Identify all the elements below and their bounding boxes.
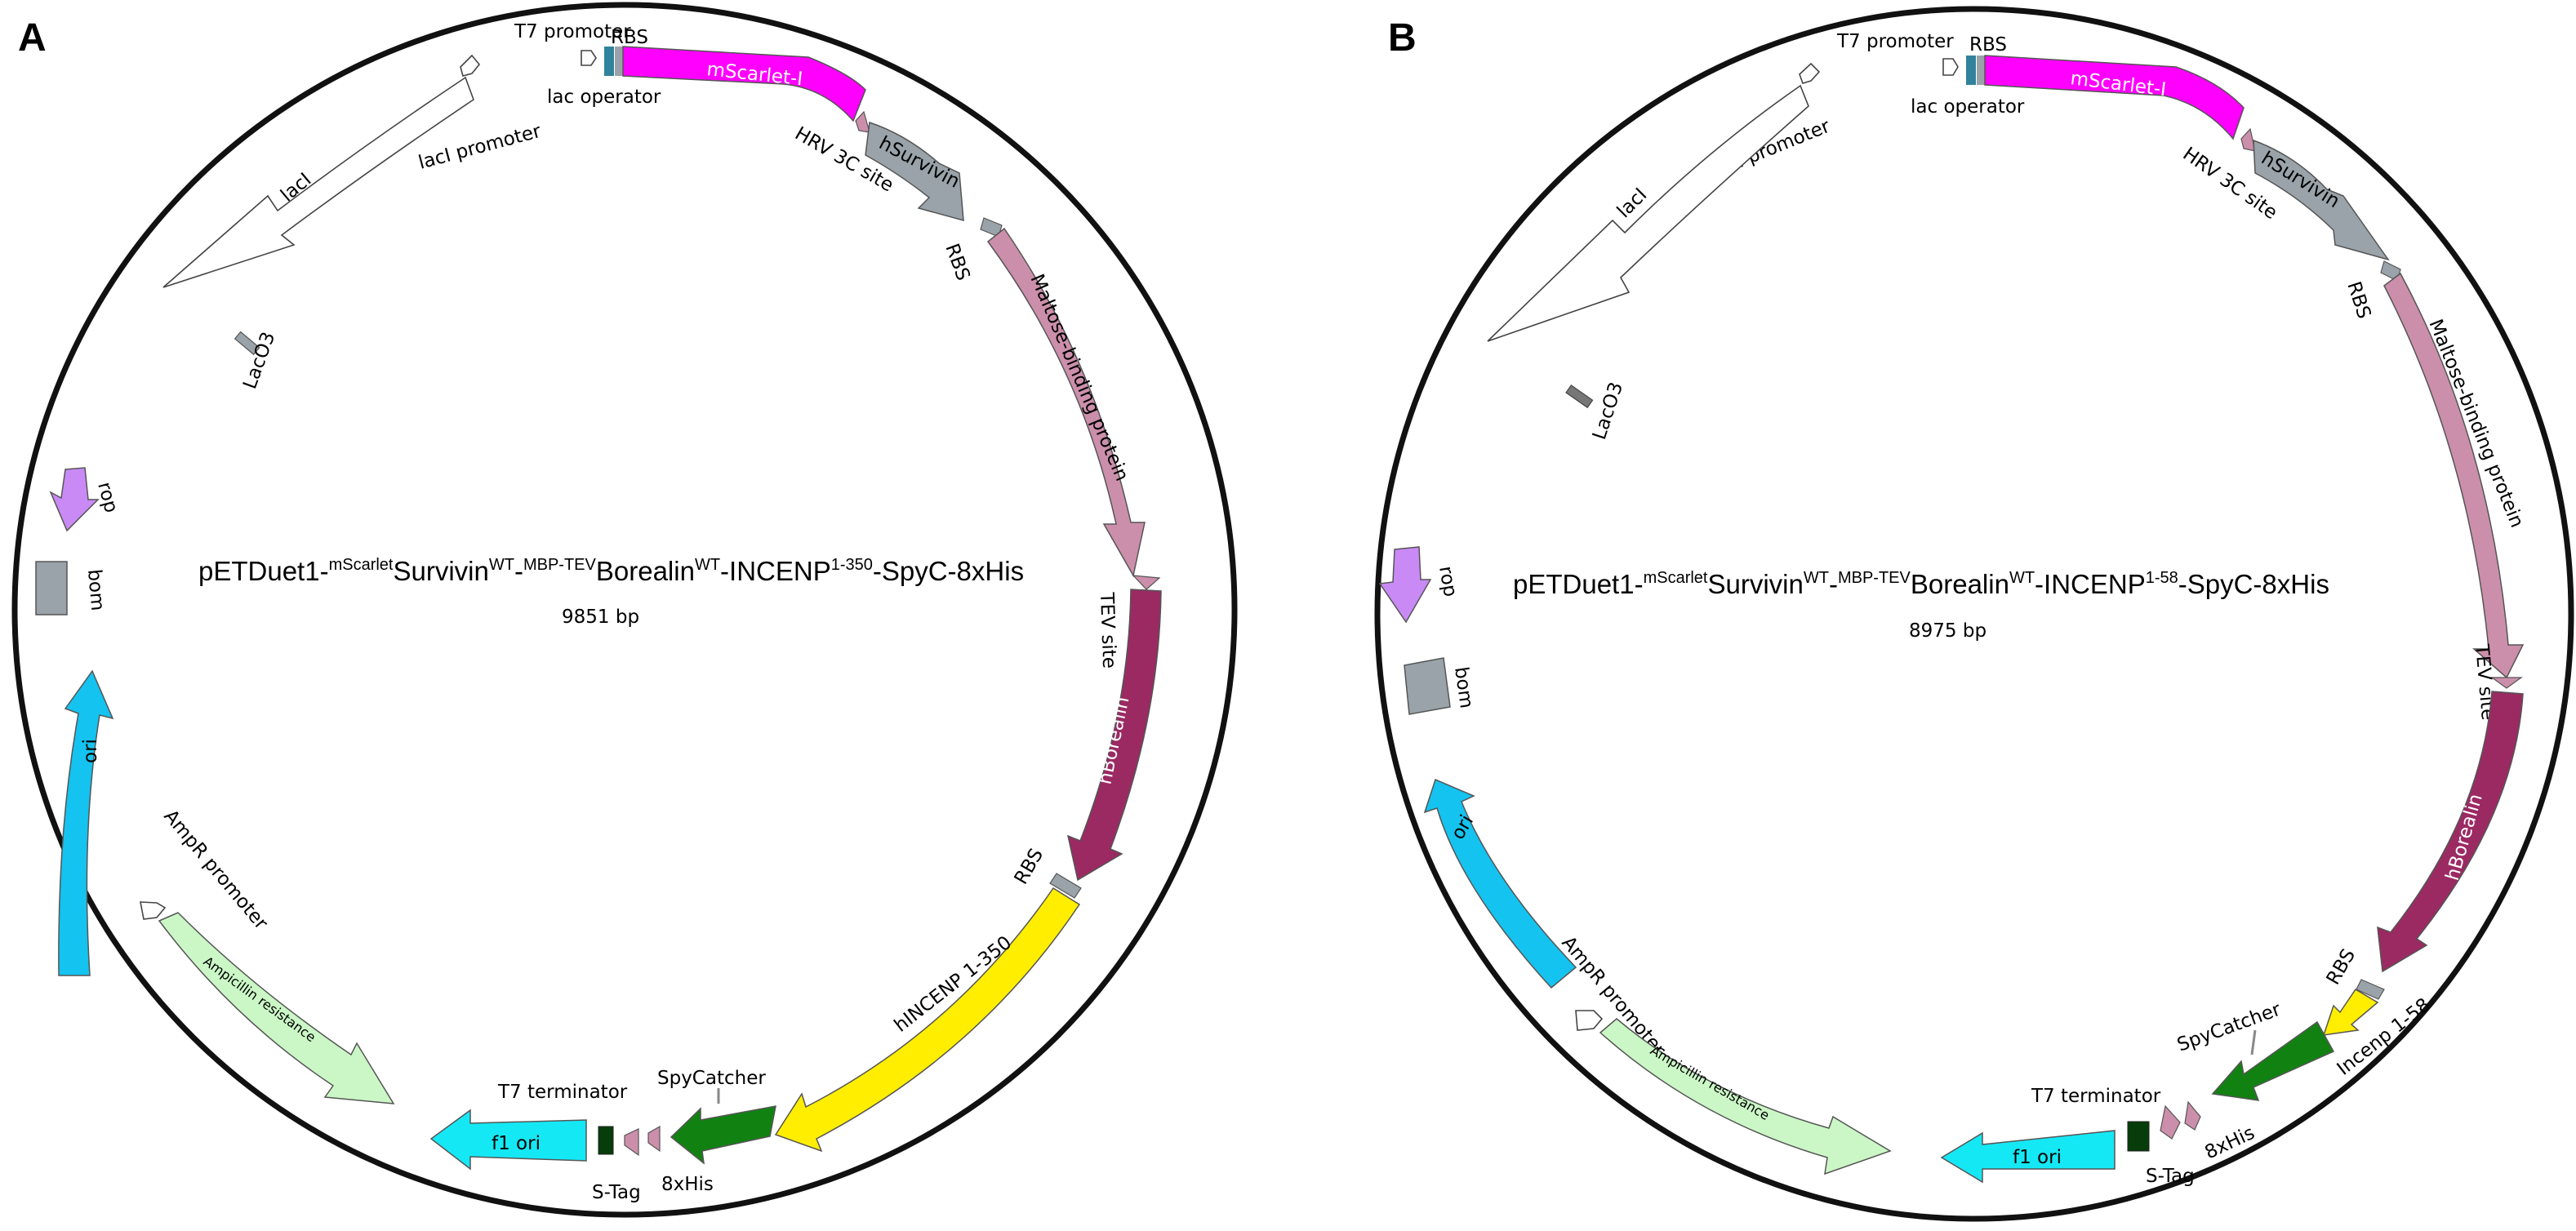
bom-a-label: bom	[83, 568, 108, 611]
laci-a-arrow	[162, 76, 474, 288]
ampicillin-b-arrow	[1599, 1018, 1892, 1175]
laci-promoter-a-icon	[460, 54, 481, 77]
ori-a-label: ori	[80, 739, 101, 763]
spycatcher-b-arrow	[2211, 1020, 2335, 1101]
hsurvivin-a-arrow	[865, 121, 964, 222]
his-a-icon	[647, 1125, 661, 1153]
stag-b-icon	[2160, 1104, 2181, 1140]
mbp-a-arrow	[986, 227, 1146, 578]
panel-b-label: B	[1388, 16, 1417, 60]
hincenp-b-arrow	[2322, 988, 2379, 1036]
hborealin-a-arrow	[1066, 589, 1162, 882]
stag-b-label: S-Tag	[2146, 1166, 2195, 1187]
laci-promoter-b-icon	[1799, 62, 1821, 84]
lac-operator-b-box	[1966, 56, 1976, 85]
laci-promoter-a-label: lacI promoter	[416, 121, 544, 174]
plasmid-a-size: 9851 bp	[562, 607, 639, 628]
f1-ori-b-arrow	[1940, 1130, 2116, 1184]
plasmid-b-title: pETDuet1-mScarletSurvivinWT-MBP-TEVBorea…	[1513, 569, 2329, 599]
rbs3-b-box	[2356, 979, 2385, 1000]
rop-a-arrow	[49, 467, 100, 532]
f1-ori-b-label: f1 ori	[2013, 1147, 2062, 1168]
t7-terminator-b-box	[2127, 1121, 2150, 1152]
laco3-b-box	[1565, 384, 1594, 409]
mbp-a-label: Maltose-binding protein	[1026, 271, 1132, 484]
rop-a-label: rop	[93, 480, 122, 515]
rbs-a-box	[615, 47, 623, 76]
rbs-top-b-label: RBS	[1969, 34, 2007, 56]
laco3-a-box	[234, 331, 260, 356]
ori-b-arrow	[1423, 778, 1577, 989]
plasmid-b-size: 8975 bp	[1909, 620, 1987, 642]
tev-b-icon	[2490, 677, 2523, 689]
mscarlet-b-arrow	[1984, 55, 2245, 140]
spycatcher-b-label: SpyCatcher	[2174, 999, 2284, 1056]
plasmid-b-backbone	[1374, 6, 2574, 1222]
hrv-a-icon	[855, 110, 870, 133]
spycatcher-a-label: SpyCatcher	[657, 1068, 766, 1089]
spycatcher-b-tick	[2250, 1029, 2257, 1055]
stag-a-label: S-Tag	[592, 1182, 641, 1203]
rop-b-arrow	[1378, 546, 1432, 624]
t7-promoter-b-icon	[1942, 58, 1959, 76]
spycatcher-a-arrow	[670, 1105, 776, 1165]
lac-operator-a-label: lac operator	[547, 87, 661, 108]
ampr-promoter-b-icon	[1575, 1010, 1604, 1031]
stag-a-icon	[624, 1128, 639, 1157]
rbs-b-box	[1977, 56, 1985, 85]
bom-a-box	[35, 561, 68, 616]
rbs-top-a-label: RBS	[611, 27, 648, 48]
panel-b: B T7 promoter RBS mScarlet-I lac operato…	[1374, 6, 2574, 1222]
his-b-icon	[2184, 1100, 2201, 1131]
t7-terminator-a-box	[598, 1126, 614, 1155]
t7-terminator-a-label: T7 terminator	[497, 1082, 628, 1103]
tev-a-label: TEV site	[1096, 591, 1119, 669]
panel-a: A T7 promoter RBS mScarlet-I lac operato…	[11, 2, 1238, 1218]
his-a-label: 8xHis	[661, 1174, 714, 1195]
hborealin-b-arrow	[2377, 691, 2524, 973]
f1-ori-a-label: f1 ori	[492, 1133, 541, 1154]
ampicillin-a-label: Ampicillin resistance	[201, 953, 319, 1045]
t7-promoter-a-label: T7 promoter	[514, 21, 631, 42]
plasmid-a-backbone	[11, 2, 1238, 1218]
t7-promoter-b-label: T7 promoter	[1836, 31, 1954, 52]
ori-a-arrow	[58, 669, 114, 976]
t7-terminator-b-label: T7 terminator	[2031, 1086, 2161, 1107]
rbs2-a-label: RBS	[941, 241, 973, 283]
ampicillin-a-arrow	[158, 912, 395, 1104]
lac-operator-a-box	[604, 47, 614, 76]
lac-operator-b-label: lac operator	[1911, 96, 2025, 118]
mbp-b-arrow	[2383, 272, 2525, 679]
bom-b-box	[1404, 657, 1451, 715]
rop-b-label: rop	[1435, 565, 1461, 599]
rbs3-a-label: RBS	[1011, 845, 1048, 888]
hincenp-a-arrow	[774, 887, 1081, 1153]
mscarlet-a-arrow	[622, 46, 866, 122]
panel-a-label: A	[18, 16, 47, 60]
laci-b-arrow	[1487, 84, 1809, 342]
laco3-b-label: LacO3	[1589, 380, 1627, 442]
f1-ori-a-arrow	[429, 1109, 587, 1171]
bom-b-label: bom	[1450, 665, 1477, 709]
rbs3-a-box	[1049, 873, 1082, 899]
ampr-promoter-a-icon	[140, 901, 167, 920]
t7-promoter-a-icon	[581, 50, 597, 66]
plasmid-a-title: pETDuet1-mScarletSurvivinWT-MBP-TEVBorea…	[198, 556, 1024, 586]
tev-a-icon	[1132, 575, 1161, 590]
rbs3-b-label: RBS	[2323, 945, 2360, 989]
rbs2-b-label: RBS	[2342, 279, 2374, 322]
hsurvivin-b-arrow	[2253, 139, 2390, 261]
